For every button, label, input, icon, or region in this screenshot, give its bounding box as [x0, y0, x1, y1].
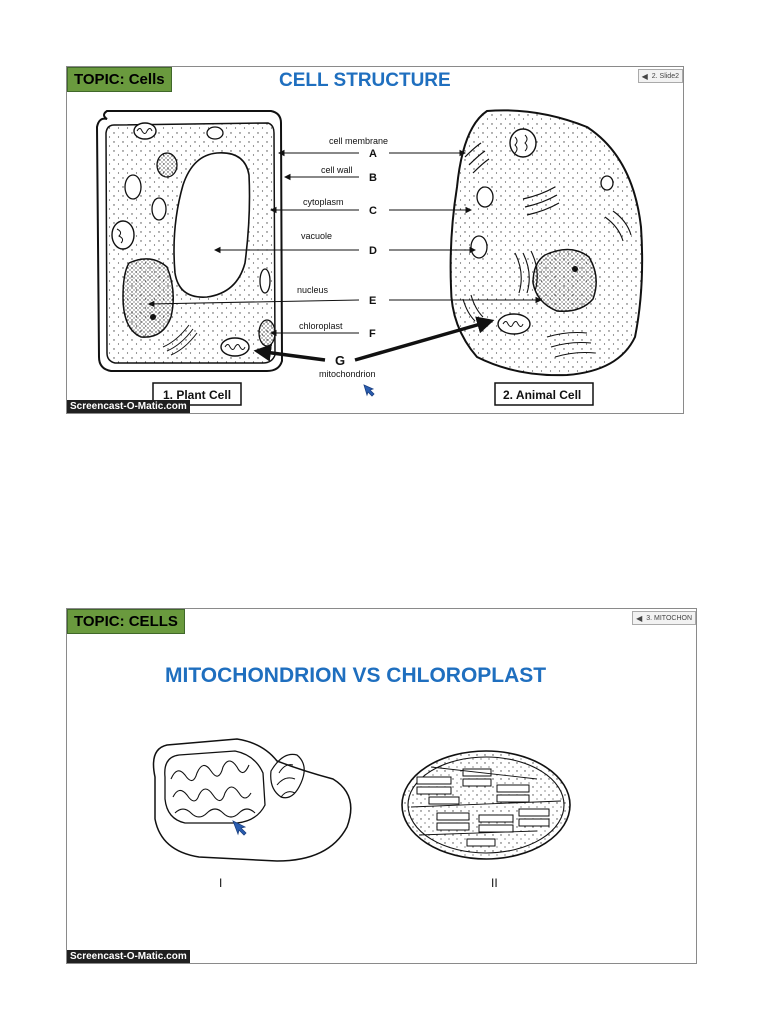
label-letter-b: B: [369, 172, 377, 184]
figure-label-left: I: [219, 876, 222, 890]
animal-cell: [449, 109, 644, 377]
label-name-chloroplast: chloroplast: [299, 321, 343, 331]
topic-badge: TOPIC: CELLS: [67, 609, 185, 634]
mitochondrion-figure: I: [152, 738, 352, 890]
label-name-cell-wall: cell wall: [321, 165, 353, 175]
mitochondrion-arrows: [253, 316, 495, 362]
label-letter-e: E: [369, 295, 376, 307]
watermark: Screencast-O-Matic.com: [67, 400, 190, 413]
animal-cell-caption: 2. Animal Cell: [503, 388, 581, 402]
topic-badge: TOPIC: Cells: [67, 67, 172, 92]
slide-tab[interactable]: ◀ 2. Slide2: [637, 69, 683, 83]
cell-diagram: cell membrane cell wall cytoplasm vacuol…: [95, 109, 644, 406]
figure-label-right: II: [491, 876, 498, 890]
label-name-cytoplasm: cytoplasm: [303, 197, 344, 207]
mouse-cursor-icon: [363, 384, 375, 397]
slide-tab-label: 2. Slide2: [651, 72, 679, 80]
plant-cell: [95, 110, 284, 372]
label-letter-d: D: [369, 245, 377, 257]
speaker-icon[interactable]: ◀: [641, 71, 648, 81]
label-letter-c: C: [369, 205, 377, 217]
watermark: Screencast-O-Matic.com: [67, 950, 190, 963]
label-letter-f: F: [369, 328, 376, 340]
slide-title: MITOCHONDRION VS CHLOROPLAST: [165, 664, 547, 687]
speaker-icon[interactable]: ◀: [636, 613, 643, 623]
label-name-vacuole: vacuole: [301, 231, 332, 241]
mouse-cursor-icon: [232, 820, 247, 836]
slide-tab-label: 3. MITOCHON: [646, 614, 692, 622]
label-arrows: [147, 149, 543, 337]
label-name-nucleus: nucleus: [297, 285, 329, 295]
slide-cell-structure: TOPIC: Cells CELL STRUCTURE ◀ 2. Slide2: [66, 66, 684, 414]
slide-mitochondrion-vs-chloroplast: TOPIC: CELLS MITOCHONDRION VS CHLOROPLAS…: [66, 608, 697, 964]
label-name-mitochondrion: mitochondrion: [319, 369, 376, 379]
label-letter-g: G: [335, 353, 345, 368]
label-name-cell-membrane: cell membrane: [329, 136, 388, 146]
plant-cell-caption: 1. Plant Cell: [163, 388, 231, 402]
slide-tab[interactable]: ◀ 3. MITOCHON: [632, 611, 696, 625]
label-letter-a: A: [369, 148, 377, 160]
slide-title: CELL STRUCTURE: [279, 70, 451, 91]
organelle-diagram: I II: [152, 738, 571, 890]
chloroplast-figure: II: [401, 750, 571, 890]
